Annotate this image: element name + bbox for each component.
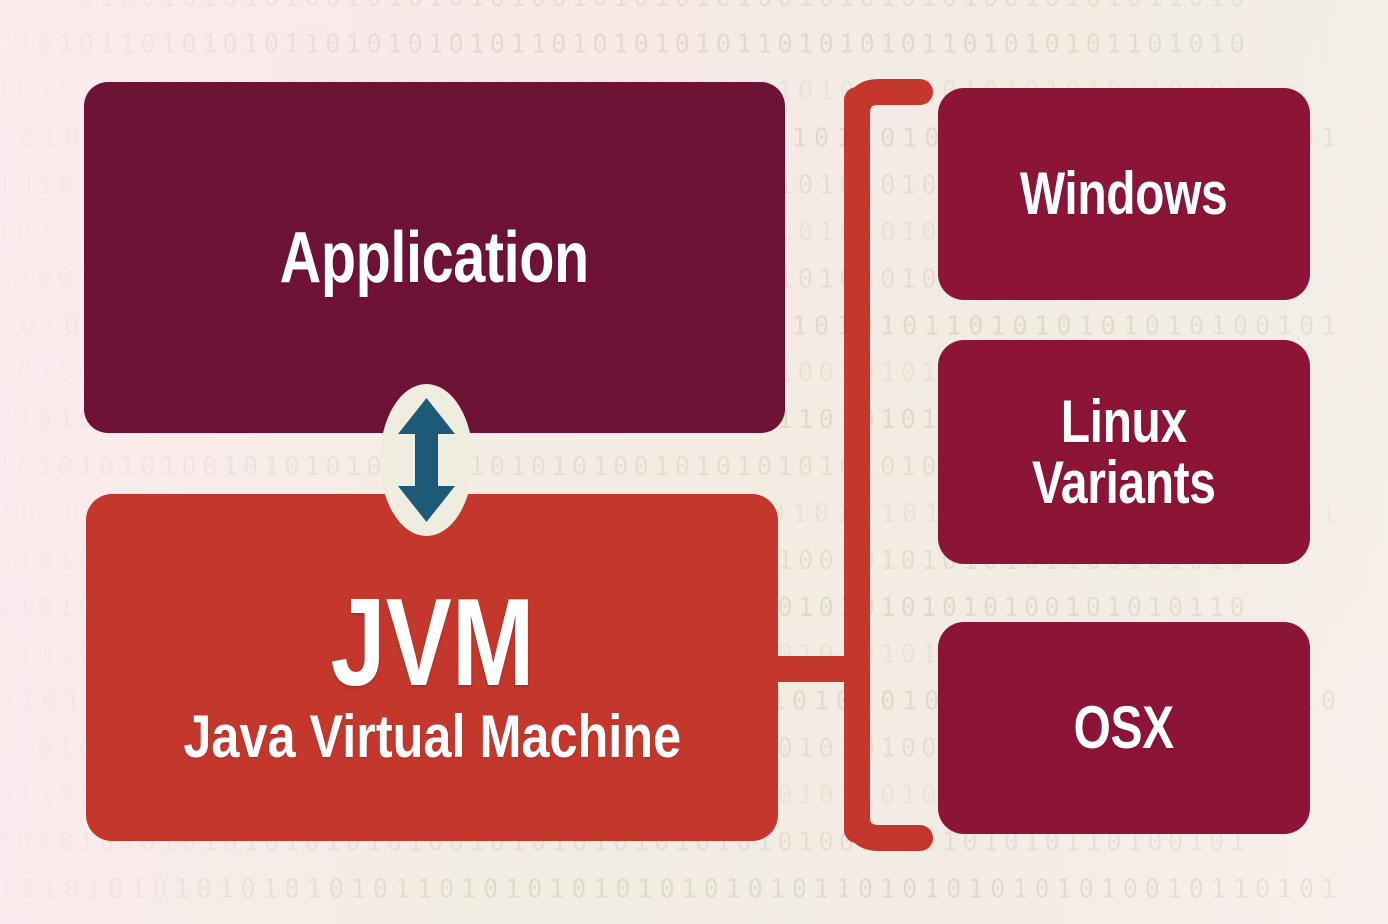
jvm-box[interactable]: JVM Java Virtual Machine: [86, 494, 778, 841]
platform-label-linux-line1: Linux: [1061, 387, 1187, 455]
bracket-connector-icon: [770, 79, 933, 851]
platform-box-windows[interactable]: Windows: [938, 88, 1310, 300]
binary-texture-row: 1010101101010101101010101011010101010110…: [0, 29, 1251, 59]
bracket-arm-bottom: [844, 803, 933, 851]
binary-texture-row: 1010101001010101001010101010010101010100…: [0, 0, 1388, 21]
application-box[interactable]: Application: [84, 82, 785, 433]
binary-texture-row: 1010101010100101010101010101010100101010…: [0, 913, 1388, 924]
application-label: Application: [279, 217, 590, 298]
jvm-subtitle: Java Virtual Machine: [183, 702, 681, 770]
binary-texture-row: 0101010101010101010110101010101010101011…: [0, 873, 1344, 904]
jvm-title: JVM: [330, 574, 534, 713]
platform-label-osx: OSX: [1073, 694, 1175, 761]
platform-box-linux[interactable]: Linux Variants: [938, 340, 1310, 564]
bidirectional-arrow-icon: [380, 384, 473, 536]
bracket-arm-top: [844, 79, 933, 127]
platform-box-osx[interactable]: OSX: [938, 622, 1310, 834]
platform-label-windows: Windows: [1020, 160, 1228, 227]
platform-label-linux-line2: Variants: [1032, 449, 1216, 516]
